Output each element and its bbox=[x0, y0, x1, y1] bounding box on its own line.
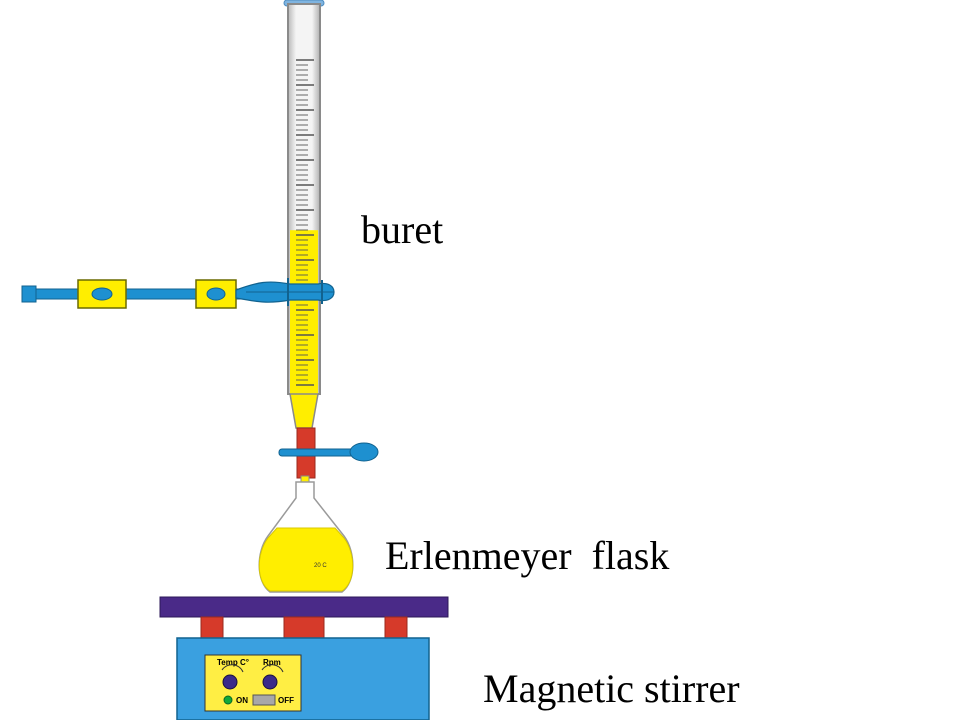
power-led-icon bbox=[223, 695, 233, 705]
on-label: ON bbox=[236, 696, 248, 705]
rpm-label: Rpm bbox=[263, 658, 281, 667]
buret-liquid bbox=[290, 230, 318, 394]
buret-label: buret bbox=[361, 207, 443, 252]
rpm-knob[interactable] bbox=[261, 664, 284, 690]
rod-end bbox=[21, 285, 37, 303]
flask-liquid bbox=[258, 527, 354, 592]
erlenmeyer-flask: 20 C bbox=[258, 481, 354, 593]
stirrer-top-plate bbox=[159, 596, 449, 618]
temp-label: Temp C° bbox=[217, 658, 249, 667]
boss-head-right bbox=[195, 279, 237, 309]
boss-head-left bbox=[77, 279, 127, 309]
temp-knob[interactable] bbox=[221, 664, 244, 690]
stirrer-leg bbox=[384, 616, 408, 640]
buret bbox=[278, 0, 379, 487]
buret-clamp bbox=[21, 278, 335, 309]
stopcock-handle[interactable] bbox=[278, 442, 379, 462]
buret-graduations bbox=[296, 59, 314, 386]
magnetic-stirrer: Temp C° Rpm ON OFF bbox=[159, 596, 449, 720]
buret-taper bbox=[289, 393, 319, 429]
stirrer-leg bbox=[283, 616, 325, 640]
power-switch[interactable] bbox=[252, 694, 276, 706]
control-panel: Temp C° Rpm ON OFF bbox=[204, 654, 302, 712]
off-label: OFF bbox=[278, 696, 294, 705]
stirrer-leg bbox=[200, 616, 224, 640]
stirrer-label: Magnetic stirrer bbox=[483, 666, 740, 711]
flask-volume-marking: 20 C bbox=[314, 563, 327, 569]
flask-label: Erlenmeyer flask bbox=[385, 533, 669, 578]
